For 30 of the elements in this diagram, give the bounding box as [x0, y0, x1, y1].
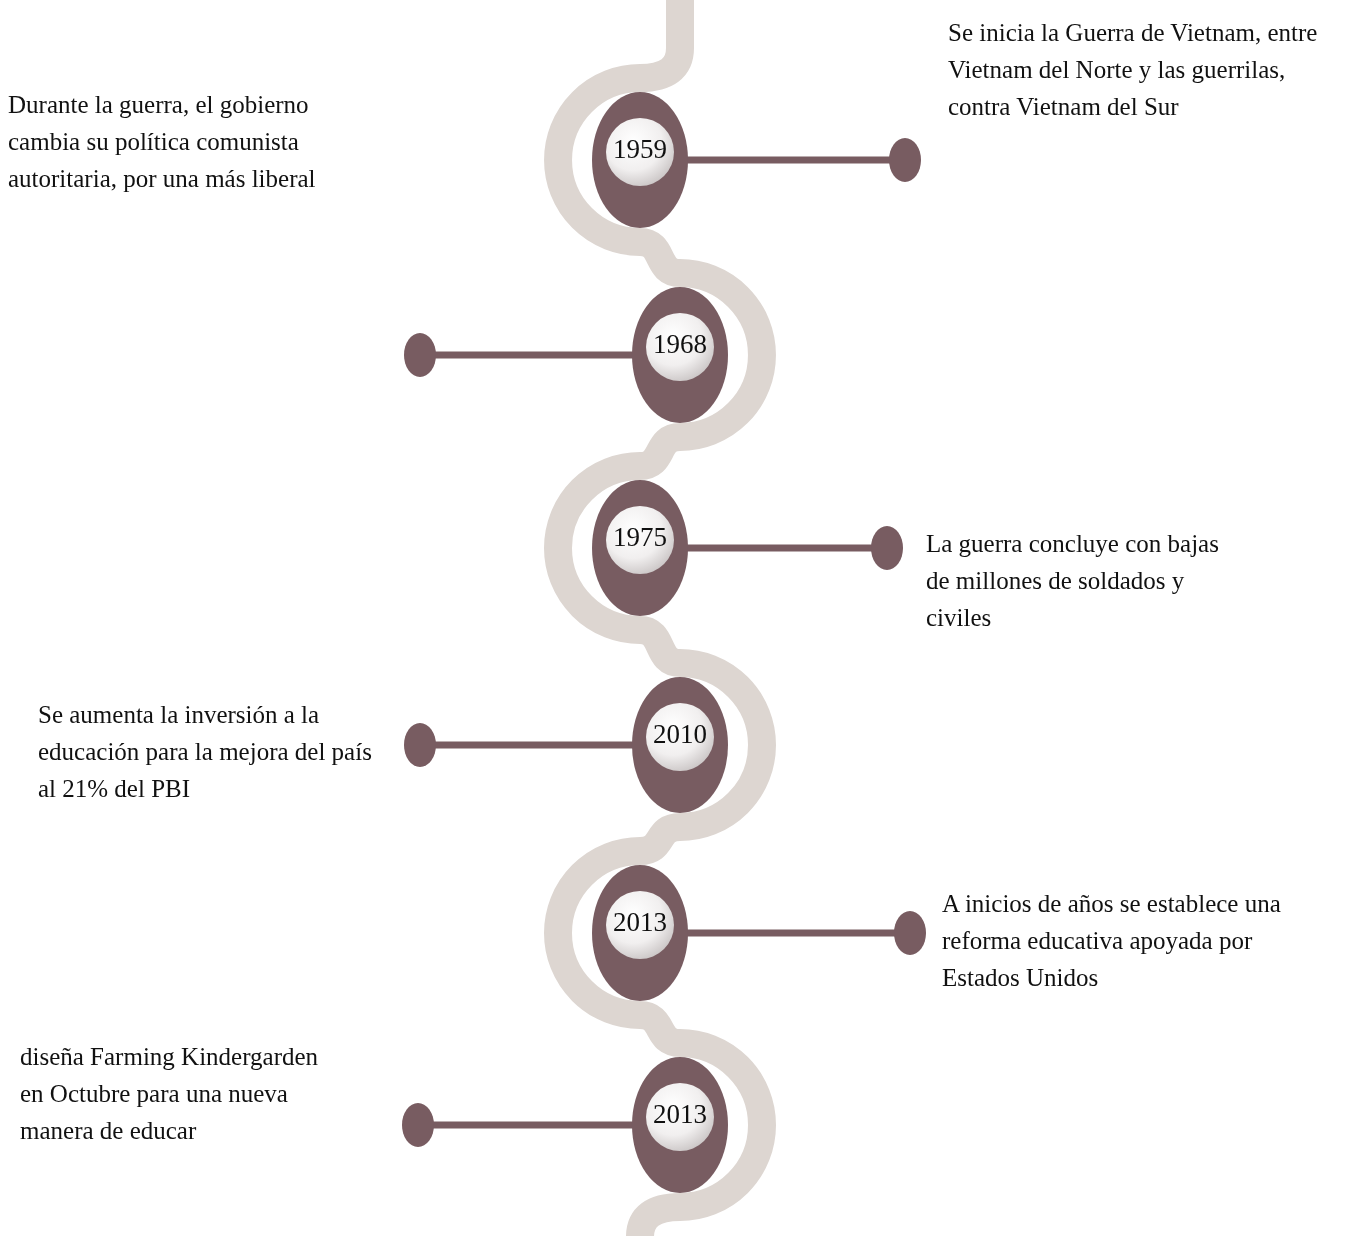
connector-line	[686, 156, 891, 164]
connector-line	[432, 1121, 634, 1129]
year-label: 1959	[612, 134, 668, 165]
year-medallion	[632, 1057, 728, 1193]
connector-line	[434, 741, 634, 749]
event-description: Se aumenta la inversión a la educación para la mejora del país al 21% del PBI	[38, 700, 373, 804]
year-medallion	[592, 865, 688, 1001]
end-dot	[404, 333, 436, 377]
year-label: 1968	[652, 329, 708, 360]
year-label: 1975	[612, 522, 668, 553]
year-medallion	[632, 677, 728, 813]
event-description: diseña Farming Kindergarden en Octubre para una nueva manera de educar	[20, 1042, 320, 1146]
year-medallion	[632, 287, 728, 423]
connector-line	[434, 351, 634, 359]
year-label: 2010	[652, 719, 708, 750]
event-description: Durante la guerra, el gobierno cambia su política comunista autoritaria, por una más liberal	[8, 90, 317, 194]
year-label: 2013	[612, 907, 668, 938]
event-description: A inicios de años se establece una reforma educativa apoyada por Estados Unidos	[942, 889, 1282, 993]
end-dot	[894, 911, 926, 955]
connector-line	[686, 544, 873, 552]
end-dot	[871, 526, 903, 570]
end-dot	[402, 1103, 434, 1147]
year-medallion	[592, 92, 688, 228]
end-dot	[889, 138, 921, 182]
event-description: La guerra concluye con bajas de millones de soldados y civiles	[926, 529, 1220, 633]
end-dot	[404, 723, 436, 767]
event-description: Se inicia la Guerra de Vietnam, entre Vietnam del Norte y las guerrilas, contra Vietnam del Sur	[948, 18, 1319, 122]
year-medallion	[592, 480, 688, 616]
year-label: 2013	[652, 1099, 708, 1130]
connector-line	[686, 929, 896, 937]
